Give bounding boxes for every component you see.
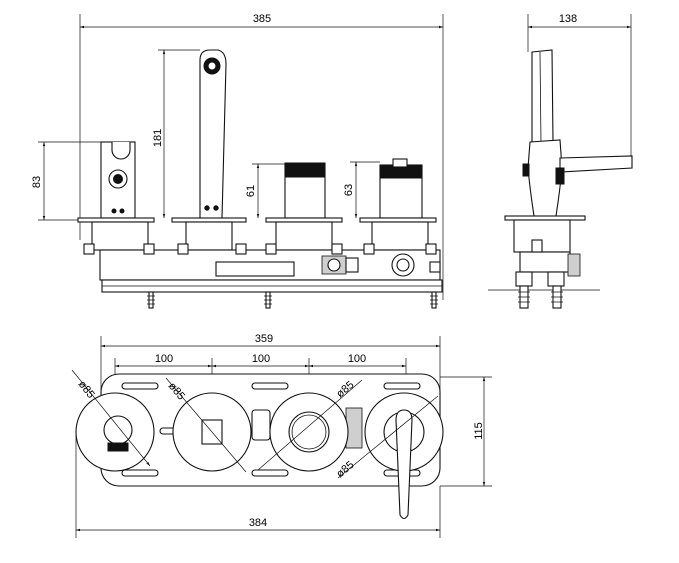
spout-height-label: 181 <box>152 129 164 147</box>
lever-knob: 63 <box>343 158 423 219</box>
overall-width-label: 384 <box>249 517 267 529</box>
lever-height-label: 63 <box>343 184 355 196</box>
rosette-handshower <box>75 392 155 472</box>
front-view: 385 83 181 <box>31 13 444 309</box>
spacing-label-1: 100 <box>155 353 173 365</box>
handle-knob: 61 <box>245 162 326 219</box>
mounting-plate <box>101 279 443 309</box>
handshower-height-label: 83 <box>31 176 43 188</box>
valve-body <box>83 221 441 281</box>
plate-slots <box>121 382 421 477</box>
plate-width-label: 359 <box>255 333 273 345</box>
handle-height-label: 61 <box>245 185 257 197</box>
plate-height-label: 115 <box>473 422 485 440</box>
deck-flanges <box>77 217 437 223</box>
diameter-label-1: ø85 <box>76 378 97 400</box>
top-view: 359 100 100 100 <box>71 333 492 538</box>
rosette-handle <box>269 392 349 472</box>
front-width-label: 385 <box>253 13 271 25</box>
side-depth-label: 138 <box>559 13 577 25</box>
spacing-label-2: 100 <box>252 353 270 365</box>
spacing-label-3: 100 <box>348 353 366 365</box>
side-view: 138 <box>488 13 633 309</box>
rosette-lever <box>364 392 444 520</box>
spout: 181 <box>152 49 227 219</box>
handshower-holder: 83 <box>31 141 136 221</box>
